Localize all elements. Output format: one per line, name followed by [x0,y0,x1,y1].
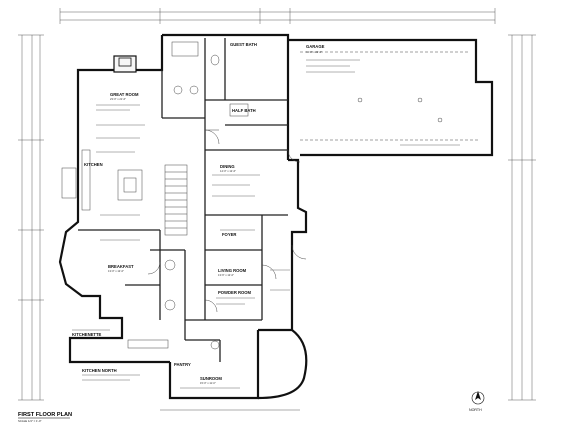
north-label: NORTH [469,408,482,412]
room-size-great-room: 23'-0" x 21'-6" [110,97,126,101]
room-label-living-room: LIVING ROOM [218,268,247,273]
room-label-guest-bath: GUEST BATH [230,42,257,47]
title-block: FIRST FLOOR PLAN SCALE 1/4" = 1'-0" [18,412,72,423]
room-label-pantry: PANTRY [174,362,191,367]
room-size-dining: 14'-0" x 12'-6" [220,169,236,173]
plan-scale: SCALE 1/4" = 1'-0" [18,419,42,423]
room-label-sunroom: SUNROOM [200,376,222,381]
room-label-garage: GARAGE [306,44,325,49]
annotation-notes [72,59,460,389]
room-size-living-room: 13'-6" x 12'-0" [218,273,234,277]
room-size-garage: 44'-0" x 22'-0" [306,50,322,54]
plan-title: FIRST FLOOR PLAN [18,412,72,418]
interior-walls [78,38,288,362]
room-labels: GREAT ROOM 23'-0" x 21'-6" KITCHEN BREAK… [72,42,325,385]
north-arrow-icon: NORTH [469,391,485,412]
room-label-kitchenette: KITCHENETTE [72,332,102,337]
fireplace-hearth [113,55,137,73]
room-label-kitchen: KITCHEN [84,162,103,167]
fixtures [61,41,480,350]
exterior-walls [58,33,494,400]
room-label-foyer: FOYER [222,232,236,237]
room-size-sunroom: 15'-0" x 11'-0" [200,381,216,385]
room-label-dining: DINING [220,164,235,169]
dimension-strings [18,8,536,411]
room-label-great-room: GREAT ROOM [110,92,139,97]
stair [164,164,188,236]
room-label-breakfast: BREAKFAST [108,264,134,269]
kitchen-island [117,169,143,201]
room-size-breakfast: 13'-0" x 12'-0" [108,269,124,273]
room-label-powder-room: POWDER ROOM [218,290,252,295]
room-label-kitchen-north: KITCHEN NORTH [82,368,117,373]
room-label-half-bath: HALF BATH [232,108,256,113]
doors [147,129,307,313]
